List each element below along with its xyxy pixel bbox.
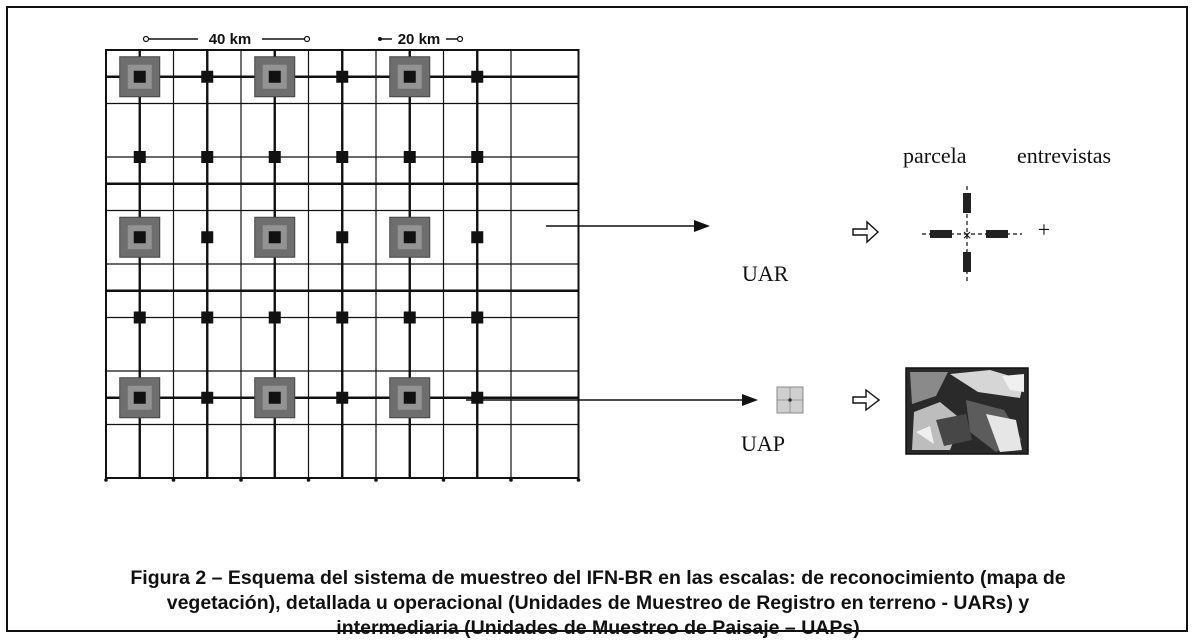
sampling-point: [133, 391, 146, 404]
arrow-to-uap: [466, 394, 758, 406]
plus-sign: +: [1038, 217, 1050, 242]
sampling-point: [471, 151, 484, 163]
sampling-point: [336, 231, 349, 244]
grid-edge-dot: [441, 478, 446, 482]
sampling-point: [403, 70, 416, 83]
sampling-point: [471, 311, 484, 324]
figure-caption: Figura 2 – Esquema del sistema de muestr…: [30, 566, 1166, 641]
grid-edge-dot: [509, 478, 513, 482]
grid-edge-dot: [239, 478, 243, 482]
sampling-point: [403, 391, 416, 404]
landscape-photo: [905, 367, 1029, 455]
sampling-point: [201, 231, 214, 244]
sampling-point: [133, 151, 146, 163]
sampling-point: [336, 151, 349, 163]
sampling-point: [336, 311, 349, 324]
sampling-point: [471, 391, 484, 404]
sampling-grid: [104, 49, 581, 482]
label-uar: UAR: [742, 261, 789, 286]
sampling-point: [268, 70, 281, 83]
sampling-point: [201, 391, 214, 404]
sampling-point: [403, 151, 416, 163]
sampling-point: [268, 311, 281, 324]
scale-label-20km: 20 km: [398, 31, 441, 48]
scale-label-40km: 40 km: [209, 31, 252, 48]
sampling-point: [268, 231, 281, 244]
sampling-point: [201, 311, 214, 324]
sampling-point: [336, 391, 349, 404]
grid-edge-dot: [104, 478, 108, 482]
sampling-point: [471, 70, 484, 83]
arrow-to-uar: [546, 220, 710, 232]
sampling-point: [133, 70, 146, 83]
caption-line-3: intermediaria (Unidades de Muestreo de P…: [336, 617, 860, 639]
uap-square-icon: [776, 386, 804, 414]
sampling-point: [268, 151, 281, 163]
scale-bar-20km: 20 km: [378, 31, 464, 48]
sampling-point: [471, 231, 484, 244]
grid-edge-dot: [171, 478, 176, 482]
scale-bar-40km: 40 km: [142, 31, 311, 48]
plot-cross-icon: ×: [922, 186, 1022, 284]
sampling-point: [201, 151, 214, 163]
sampling-point: [403, 231, 416, 244]
sampling-point: [403, 311, 416, 324]
grid-edge-dot: [306, 478, 311, 482]
svg-text:×: ×: [962, 228, 972, 242]
sampling-point: [201, 70, 214, 83]
caption-line-1: Figura 2 – Esquema del sistema de muestr…: [130, 567, 1066, 589]
caption-line-2: vegetación), detallada u operacional (Un…: [166, 592, 1030, 614]
sampling-point: [268, 391, 281, 404]
hollow-arrow-uar-icon: [852, 220, 880, 244]
sampling-point: [336, 70, 349, 83]
sampling-point: [133, 311, 146, 324]
sampling-point: [133, 231, 146, 244]
hollow-arrow-uap-icon: [852, 388, 881, 412]
label-uap: UAP: [741, 431, 785, 456]
label-parcela: parcela: [903, 143, 967, 168]
grid-edge-dot: [576, 478, 581, 482]
grid-edge-dot: [374, 478, 378, 482]
label-entrevistas: entrevistas: [1017, 143, 1111, 168]
